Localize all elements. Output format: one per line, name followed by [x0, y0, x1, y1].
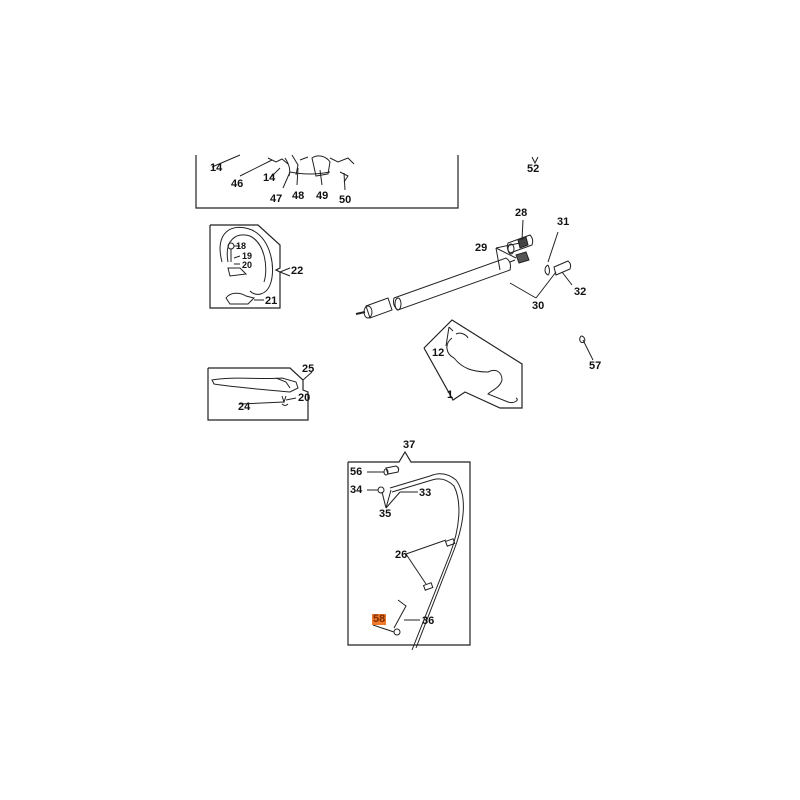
engine-box	[195, 154, 459, 209]
callout-1: 1	[447, 389, 454, 401]
callout-18: 18	[236, 241, 247, 251]
callout-32: 32	[574, 286, 587, 298]
callout-26: 26	[395, 549, 408, 561]
callout-20: 20	[242, 260, 253, 270]
callout-19: 19	[242, 251, 253, 261]
loop-handle-box	[209, 224, 291, 309]
clip-52	[531, 156, 539, 165]
guard-box	[207, 367, 313, 421]
callout-35: 35	[379, 508, 392, 520]
callout-52: 52	[527, 163, 540, 175]
callout-24: 24	[238, 401, 251, 413]
callout-56: 56	[350, 466, 363, 478]
callout-36: 36	[422, 615, 435, 627]
callout-48: 48	[292, 190, 305, 202]
rear-handle-box	[423, 319, 523, 409]
callout-34: 34	[350, 484, 363, 496]
callout-33: 33	[419, 487, 432, 499]
callout-30: 30	[532, 300, 545, 312]
callout-12: 12	[432, 347, 445, 359]
callout-37: 37	[403, 439, 416, 451]
callout-14: 14	[210, 162, 223, 174]
callout-25: 25	[302, 363, 315, 375]
callout-21: 21	[265, 295, 278, 307]
callout-29: 29	[475, 242, 488, 254]
callout-49: 49	[316, 190, 329, 202]
cable-box	[347, 450, 471, 651]
callout-20-b: 20	[298, 392, 311, 404]
callout-46: 46	[231, 178, 244, 190]
clip-57	[579, 335, 594, 361]
callout-47: 47	[270, 193, 283, 205]
callout-57: 57	[589, 360, 602, 372]
callout-58-highlighted[interactable]: 58	[372, 613, 387, 625]
callout-50: 50	[339, 194, 352, 206]
callout-28: 28	[515, 207, 528, 219]
callout-22: 22	[291, 265, 304, 277]
shaft-assembly	[355, 219, 573, 319]
callout-31: 31	[557, 216, 570, 228]
callout-14-b: 14	[263, 172, 276, 184]
